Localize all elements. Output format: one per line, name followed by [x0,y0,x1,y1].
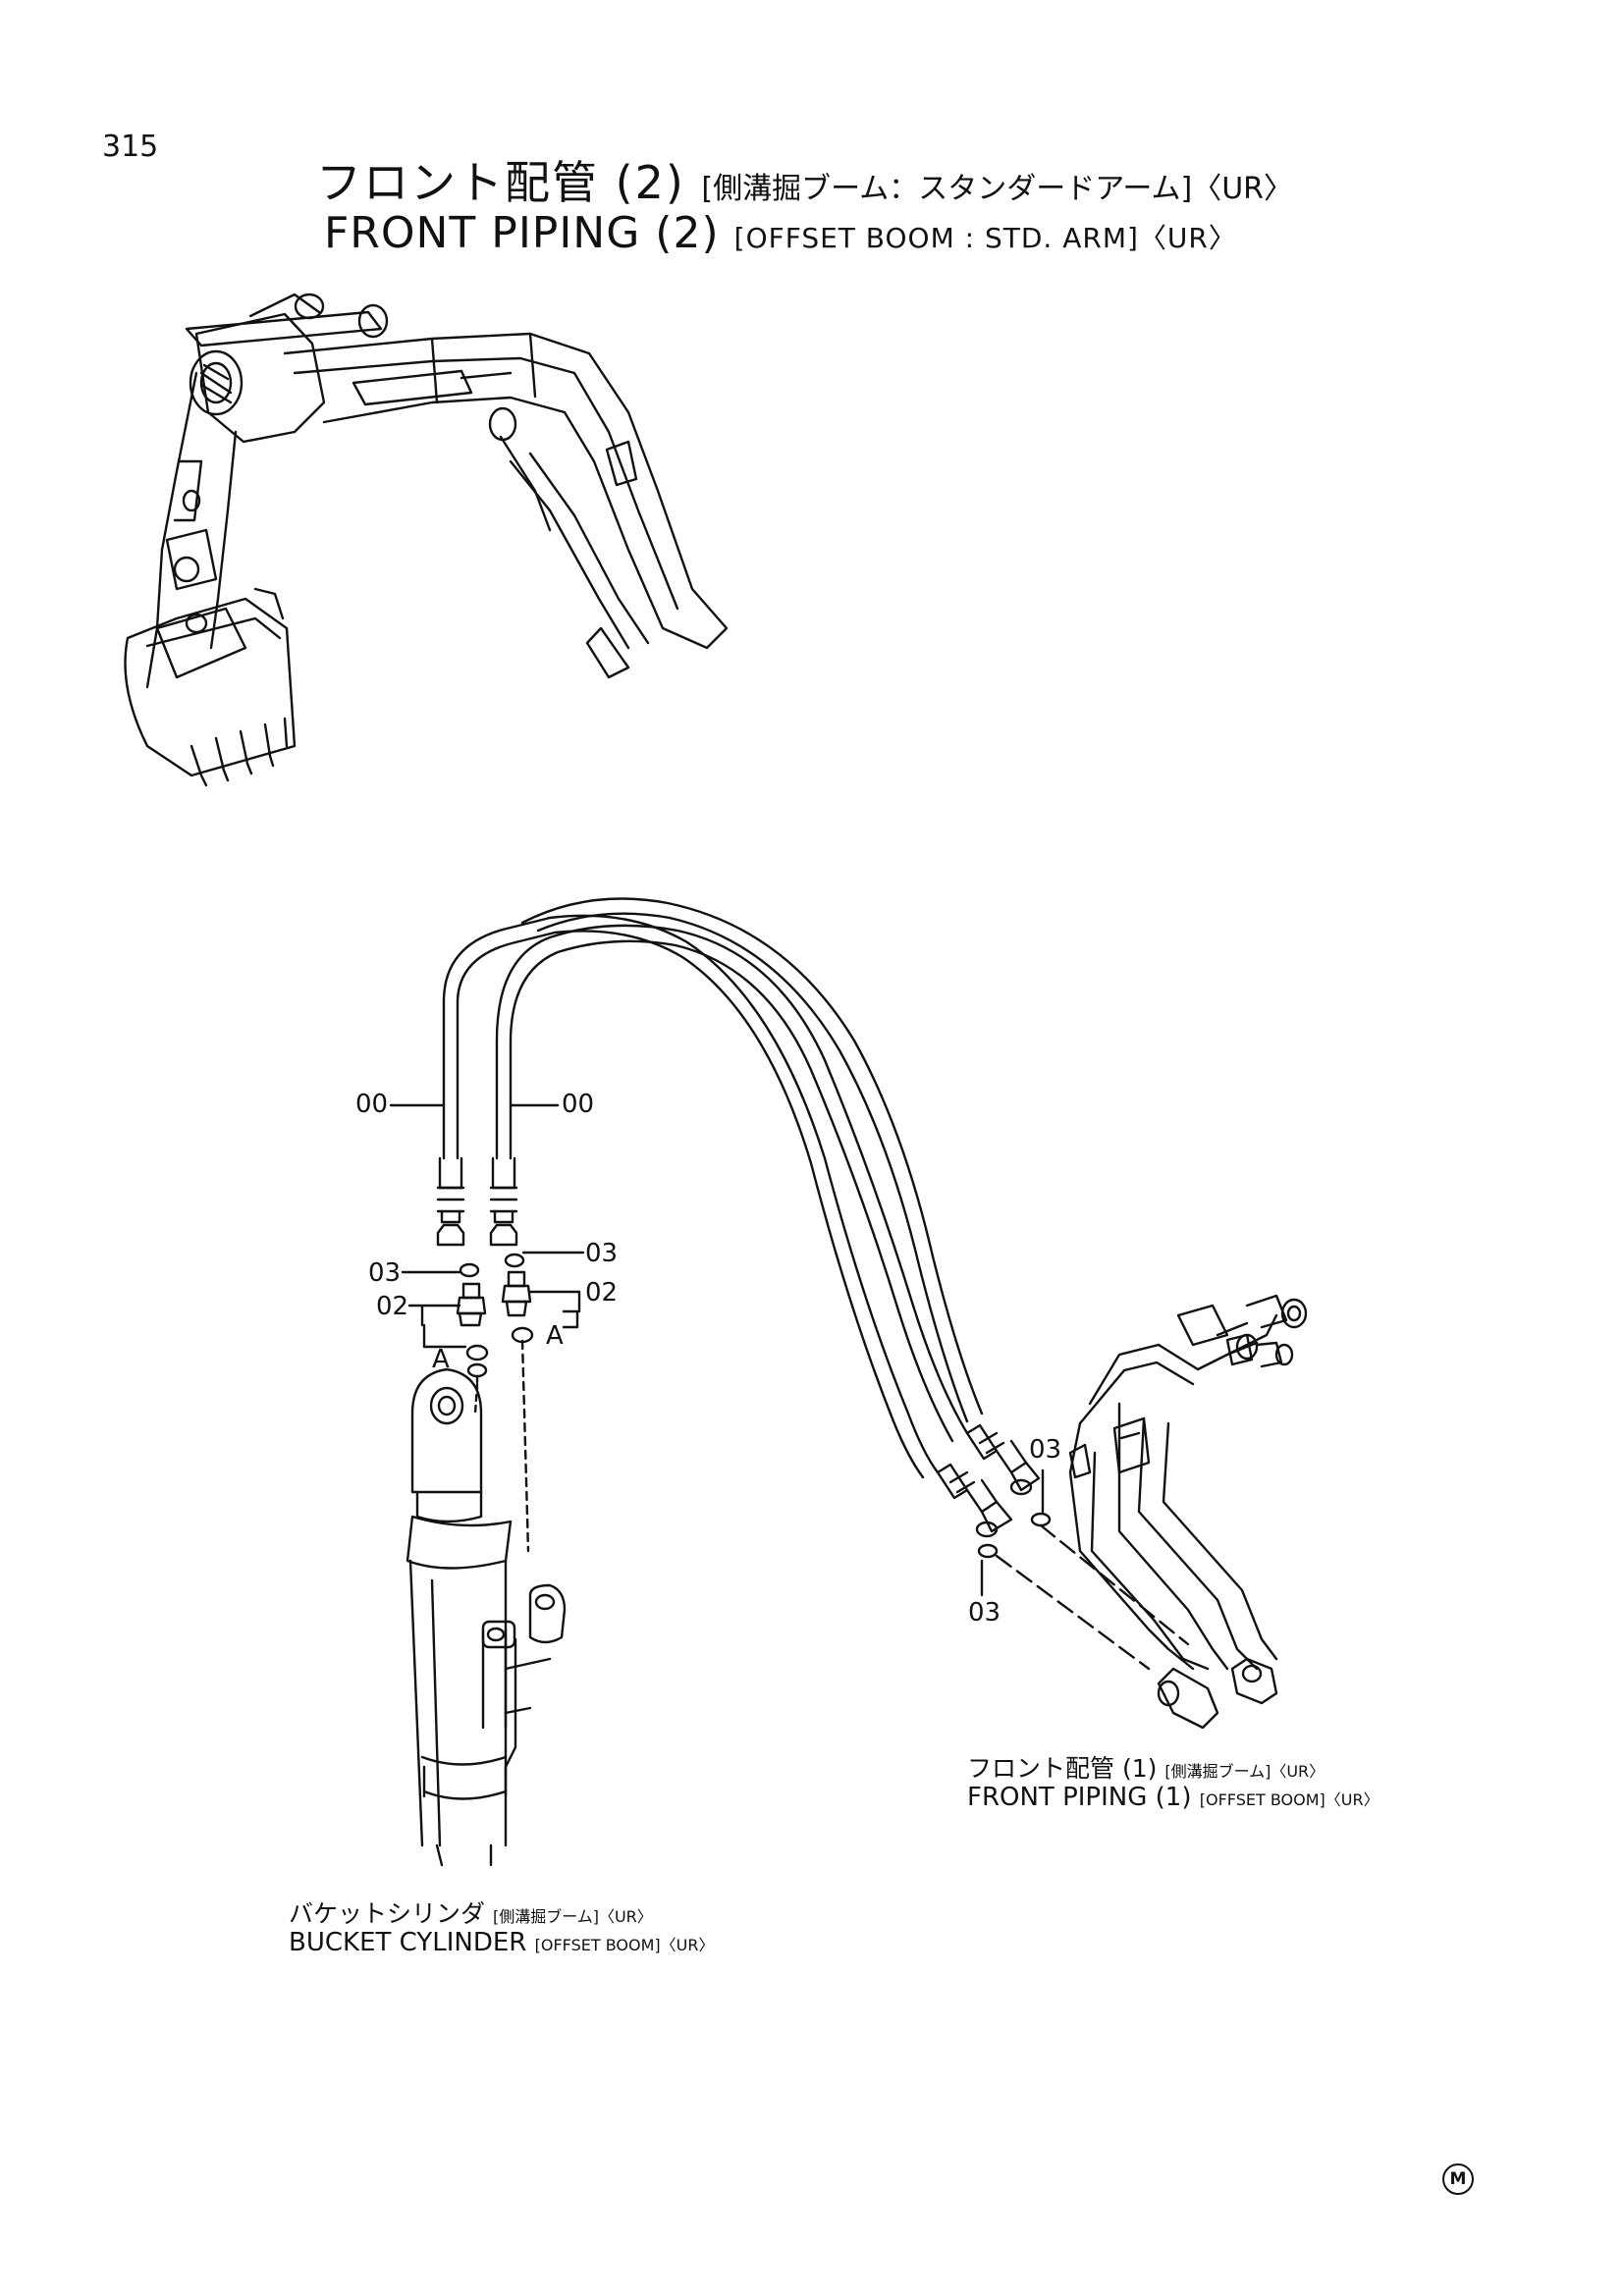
front-piping-1-jp-main: フロント配管 (1) [967,1754,1158,1783]
manufacturer-logo: M [1442,2163,1474,2195]
front-piping-1-label-jp: フロント配管 (1) [側溝掘ブーム]〈UR〉 [967,1749,1325,1785]
front-piping-1-illustration [1070,1296,1306,1728]
hydraulic-hoses [391,899,982,1478]
bucket-cylinder-illustration [407,1369,565,1865]
title-jp-main: フロント配管 (2) [316,156,685,209]
callout-03-mid-top: 03 [1029,1435,1062,1465]
page-title-en: FRONT PIPING (2) [OFFSET BOOM : STD. ARM… [324,208,1237,258]
bucket-cylinder-jp-main: バケットシリンダ [289,1899,486,1928]
front-piping-1-en-sub: [OFFSET BOOM]〈UR〉 [1199,1790,1380,1809]
callout-a-left: A [432,1345,450,1374]
title-en-main: FRONT PIPING (2) [324,208,720,258]
bucket-cylinder-en-sub: [OFFSET BOOM]〈UR〉 [534,1936,715,1954]
mid-hose-ends [938,1425,1188,1669]
callout-03-mid-bottom: 03 [968,1598,1001,1628]
title-en-sub: [OFFSET BOOM : STD. ARM]〈UR〉 [733,222,1237,254]
bucket-cylinder-label-jp: バケットシリンダ [側溝掘ブーム]〈UR〉 [289,1895,653,1930]
callout-00-left: 00 [355,1090,389,1119]
adapters-and-orings [403,1253,583,1551]
callout-03-left: 03 [368,1258,402,1288]
front-piping-1-en-main: FRONT PIPING (1) [967,1783,1192,1812]
front-piping-1-jp-sub: [側溝掘ブーム]〈UR〉 [1164,1762,1325,1781]
callout-00-right: 00 [562,1090,595,1119]
callout-a-right: A [546,1321,564,1351]
callout-02-right: 02 [585,1278,619,1308]
page-number: 315 [102,130,159,164]
callout-03-right: 03 [585,1239,619,1268]
title-jp-sub: [側溝掘ブーム：スタンダードアーム]〈UR〉 [701,172,1294,206]
bucket-cylinder-jp-sub: [側溝掘ブーム]〈UR〉 [492,1907,653,1926]
excavator-overview-illustration [126,294,728,785]
front-piping-1-label-en: FRONT PIPING (1) [OFFSET BOOM]〈UR〉 [967,1783,1380,1812]
bucket-cylinder-label-en: BUCKET CYLINDER [OFFSET BOOM]〈UR〉 [289,1928,714,1957]
callout-02-left: 02 [376,1292,409,1321]
bucket-cylinder-en-main: BUCKET CYLINDER [289,1928,527,1957]
page-title-jp: フロント配管 (2) [側溝掘ブーム：スタンダードアーム]〈UR〉 [316,147,1293,212]
